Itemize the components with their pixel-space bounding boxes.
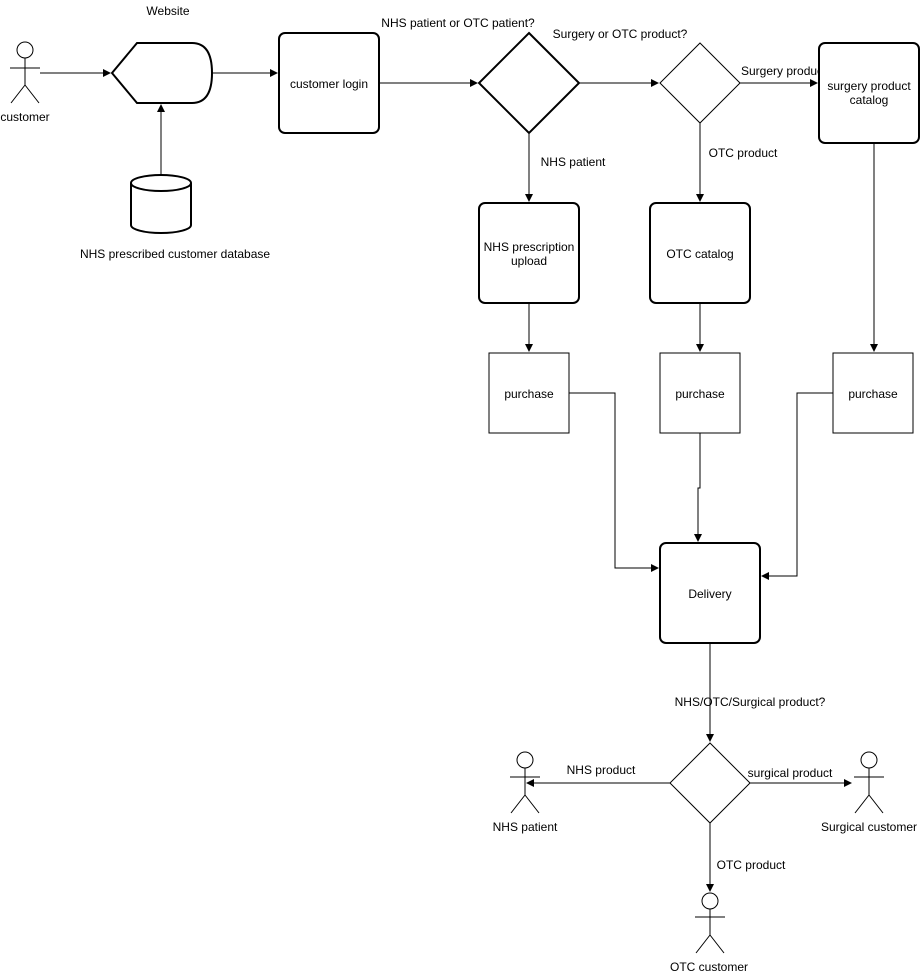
- nhs-patient-actor[interactable]: [510, 751, 540, 814]
- website-shape[interactable]: [110, 42, 214, 104]
- decision-patient-label: NHS patient or OTC patient?: [381, 16, 535, 30]
- edge-label-otc-product-bottom: OTC product: [717, 858, 786, 872]
- edge-label-surgical-product: surgical product: [748, 766, 833, 780]
- purchase-nhs-label: purchase: [504, 387, 554, 401]
- edge-purchase-surgery-to-delivery: [761, 392, 833, 580]
- decision-delivery-label: NHS/OTC/Surgical product?: [675, 695, 826, 709]
- surgical-customer-actor-label: Surgical customer: [821, 820, 917, 834]
- purchase-otc-box[interactable]: [659, 352, 741, 434]
- nhs-upload-label-line1: NHS prescription: [484, 240, 575, 254]
- surgery-catalog-label-line2: catalog: [850, 93, 889, 107]
- decision-delivery-diamond[interactable]: [669, 742, 751, 824]
- edge-purchase-nhs-to-delivery: [569, 392, 659, 572]
- nhs-upload-label-line2: upload: [511, 254, 547, 268]
- nhs-database-label: NHS prescribed customer database: [80, 247, 270, 261]
- otc-customer-actor-label: OTC customer: [670, 960, 748, 974]
- customer-login-label: customer login: [290, 77, 368, 91]
- decision-product-diamond[interactable]: [659, 42, 741, 124]
- purchase-otc-label: purchase: [675, 387, 725, 401]
- surgery-catalog-label-line1: surgery product: [827, 79, 911, 93]
- purchase-surgery-label: purchase: [848, 387, 898, 401]
- edge-label-surgery-product: Surgery product: [741, 64, 827, 78]
- decision-patient-diamond[interactable]: [477, 31, 581, 135]
- edge-label-nhs-patient: NHS patient: [541, 155, 606, 169]
- purchase-surgery-box[interactable]: [832, 352, 914, 434]
- nhs-patient-actor-label: NHS patient: [493, 820, 558, 834]
- otc-customer-actor[interactable]: [695, 892, 725, 954]
- surgery-catalog-box[interactable]: [818, 42, 920, 144]
- customer-actor[interactable]: [10, 41, 40, 104]
- delivery-label: Delivery: [688, 587, 731, 601]
- edge-label-otc-product-top: OTC product: [709, 146, 778, 160]
- website-label: Website: [146, 4, 189, 18]
- surgical-customer-actor[interactable]: [854, 751, 884, 814]
- edge-purchase-otc-to-delivery: [694, 433, 702, 542]
- customer-actor-label: customer: [0, 110, 49, 124]
- edge-label-nhs-product: NHS product: [567, 763, 636, 777]
- otc-catalog-label: OTC catalog: [666, 247, 733, 261]
- nhs-database-shape[interactable]: [130, 174, 192, 234]
- decision-product-label: Surgery or OTC product?: [553, 27, 688, 41]
